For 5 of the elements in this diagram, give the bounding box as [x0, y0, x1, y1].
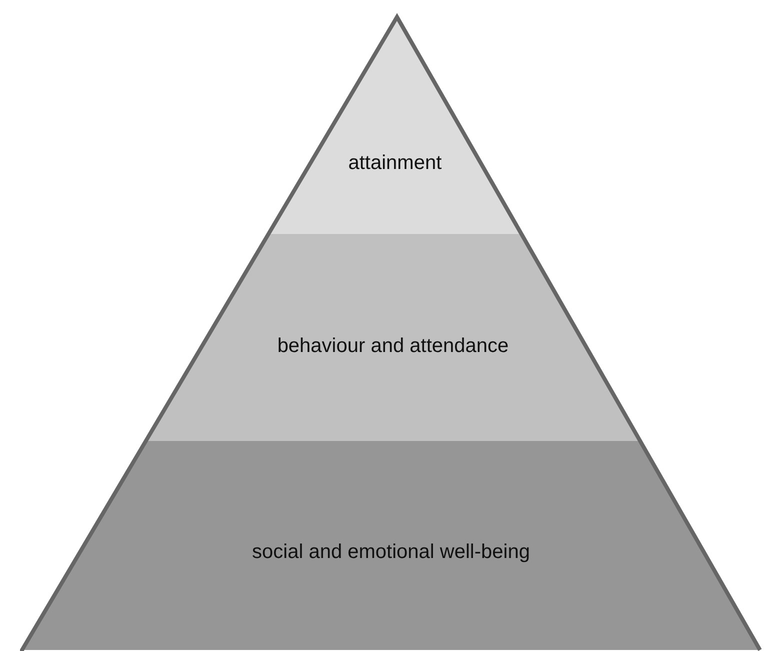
pyramid-level — [22, 441, 760, 650]
level-label: social and emotional well-being — [251, 540, 531, 564]
level-label: behaviour and attendance — [276, 334, 510, 358]
pyramid-level — [146, 234, 640, 441]
level-label: attainment — [347, 151, 443, 175]
